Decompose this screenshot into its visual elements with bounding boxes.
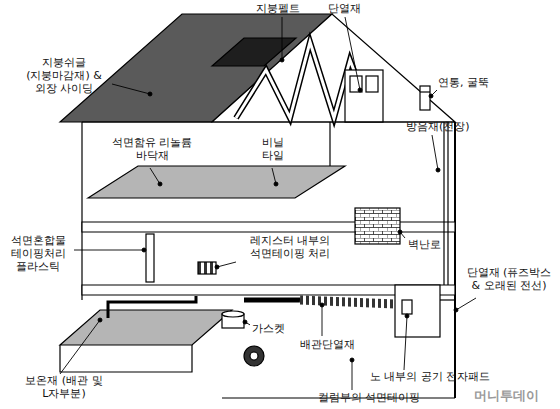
part-label: 단열재 (퓨즈박스 & 오래된 전선): [462, 266, 556, 292]
part-label: 지붕쉬글(지붕마감재) & 외장 사이딩: [14, 56, 114, 96]
part-label: 비닐 타일: [254, 136, 292, 162]
part-label: 지붕펠트: [256, 2, 300, 15]
part-label: 석면혼합물 테이핑처리 플라스틱: [4, 234, 72, 274]
part-label: 가스켓: [250, 322, 287, 335]
part-label: 방음재(천장): [406, 120, 470, 133]
part-label: 연통, 굴뚝: [438, 76, 489, 89]
part-label: 석면함유 리놀륨 바닥재: [108, 136, 196, 162]
part-label: 벽난로: [408, 238, 441, 251]
part-label: 컬럼부의 석면테이핑: [318, 391, 421, 404]
part-label: 노 내부의 공기 전자패드: [370, 370, 491, 383]
part-label: 보온재 (배관 및 L자부분): [14, 374, 114, 400]
watermark: 머니투데이: [474, 388, 539, 404]
part-label: 단열재: [328, 2, 361, 15]
part-label: 배관단열재: [298, 338, 357, 351]
part-label: 레지스터 내부의 석면테이핑 처리: [232, 234, 348, 260]
